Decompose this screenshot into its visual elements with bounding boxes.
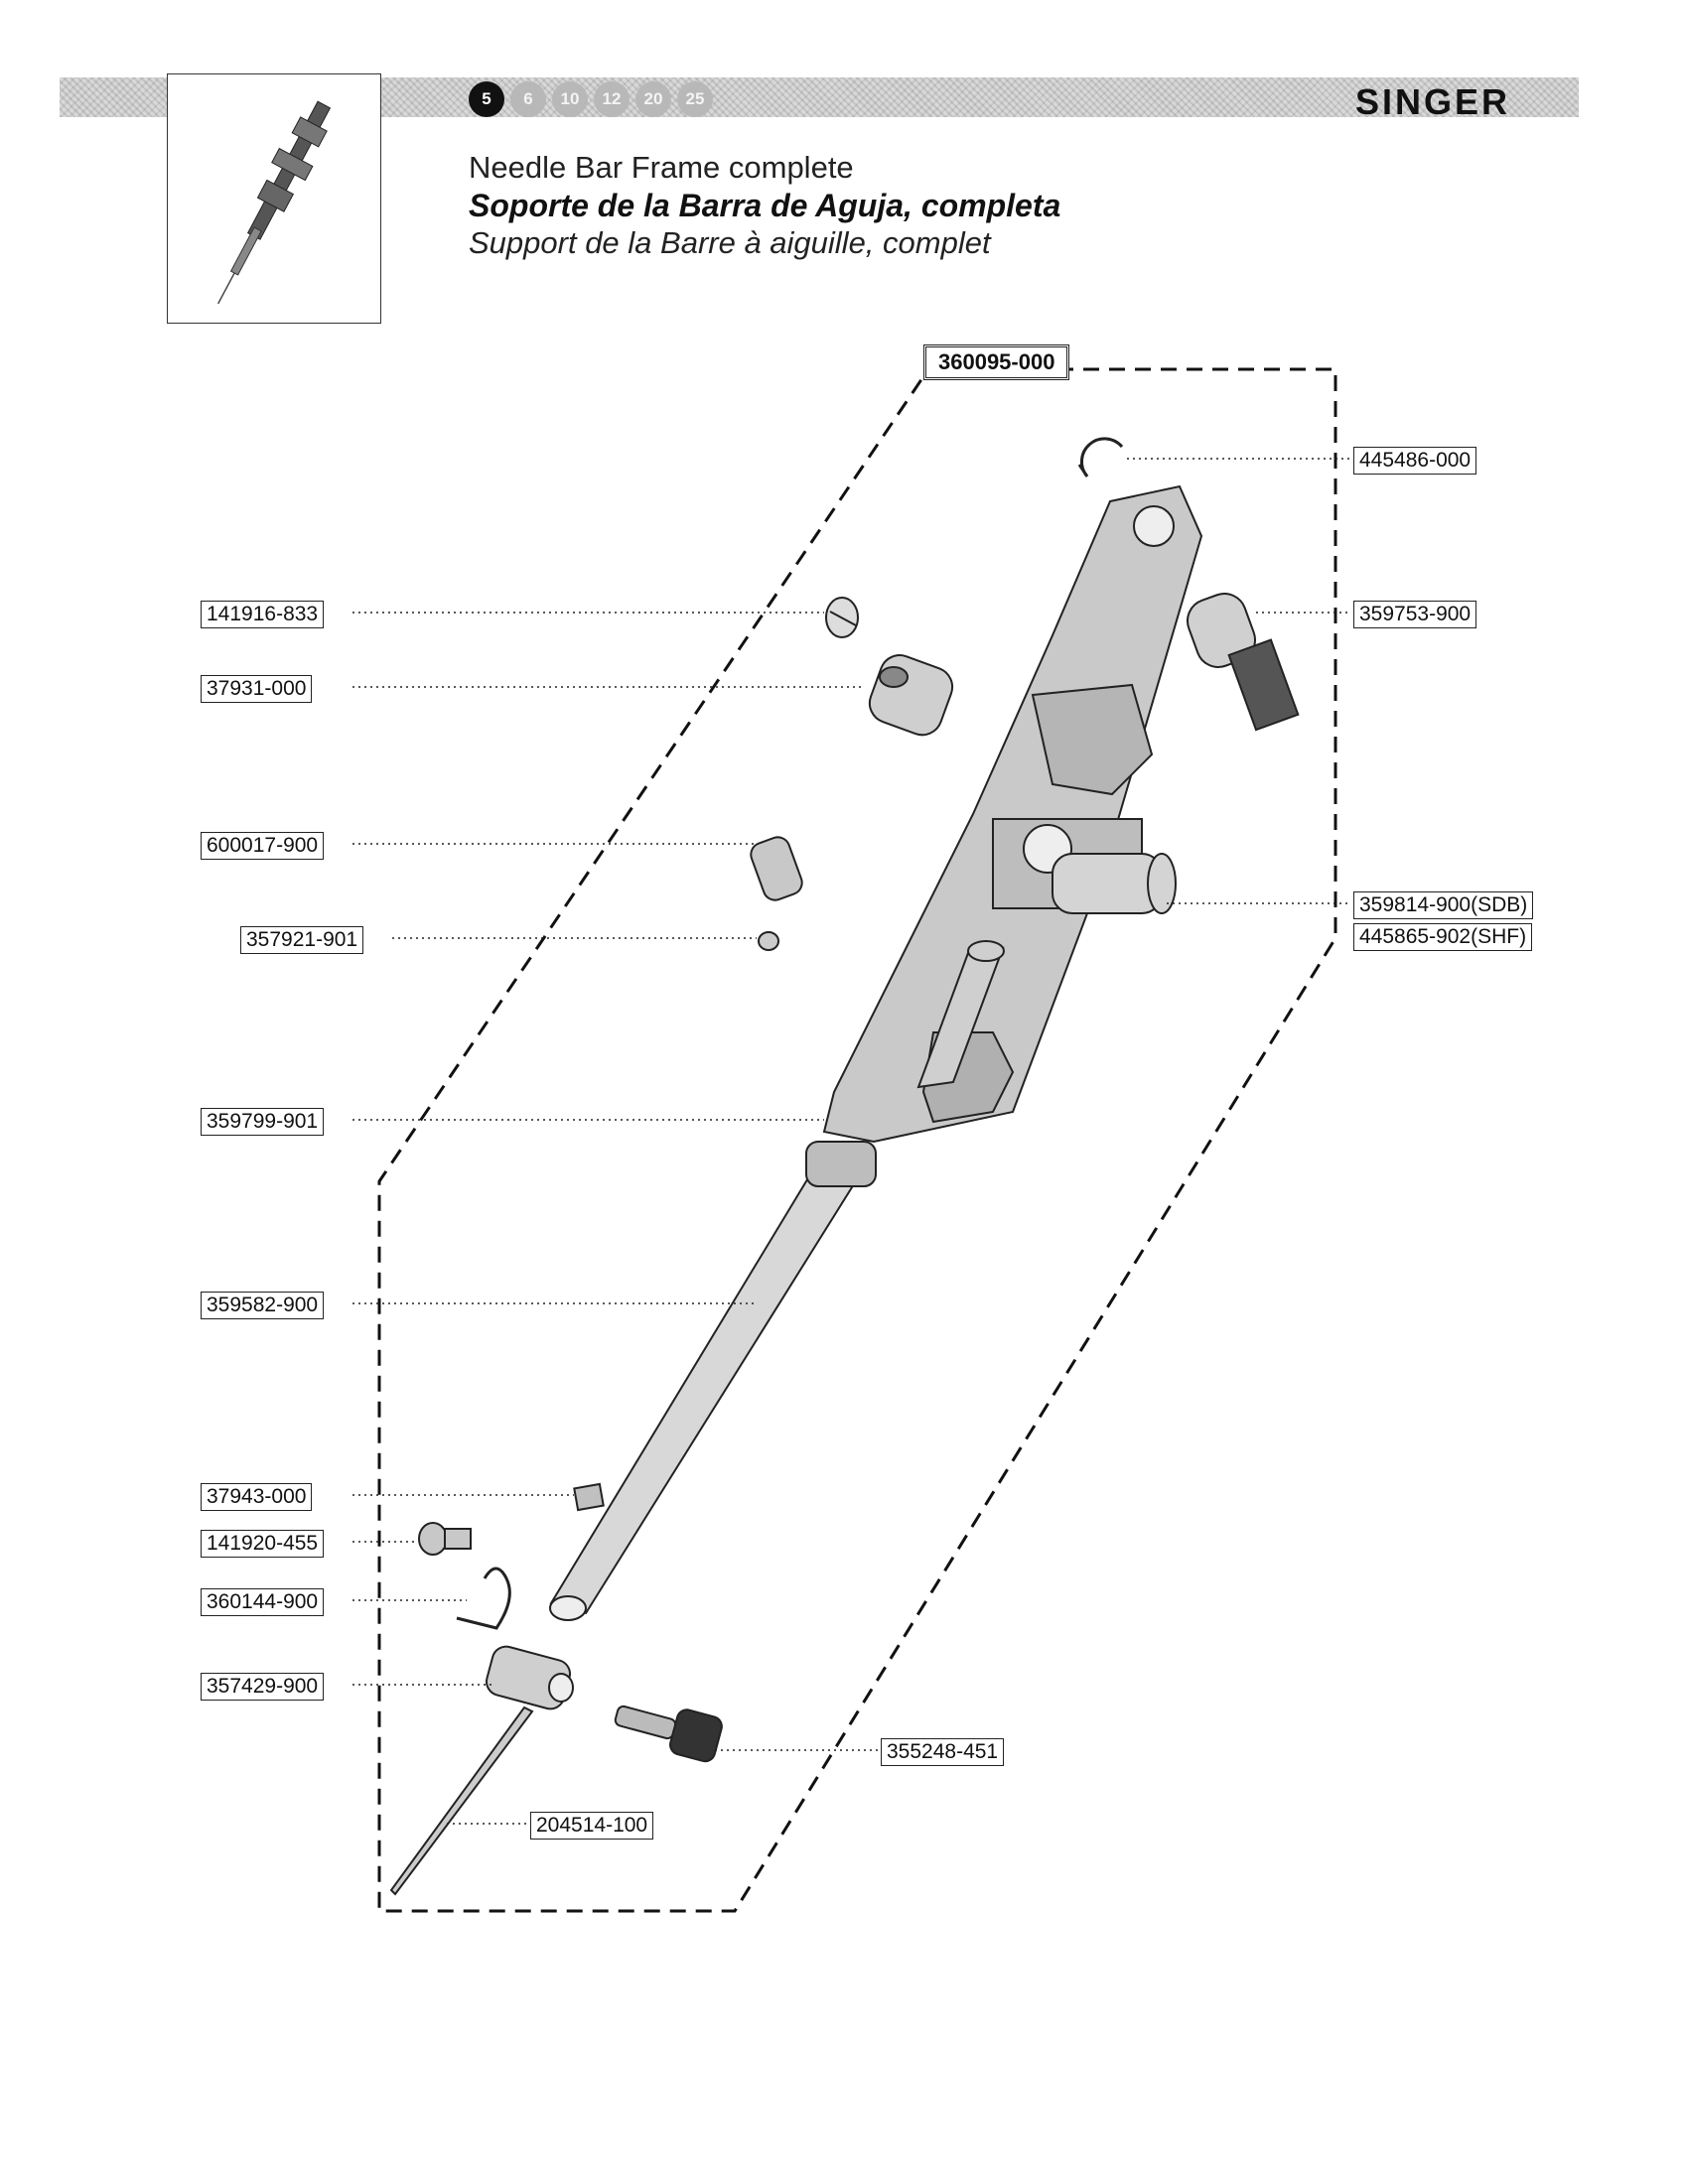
- part-label[interactable]: 357921-901: [240, 926, 364, 954]
- part-label[interactable]: 359799-901: [201, 1108, 325, 1136]
- part-label[interactable]: 445865-902(SHF): [1353, 923, 1533, 951]
- screw-141916-part: [825, 597, 859, 638]
- part-label[interactable]: 37943-000: [201, 1483, 313, 1511]
- collar-37931-part: [868, 654, 954, 737]
- needle-204514-part: [389, 1706, 534, 1896]
- part-label[interactable]: 445486-000: [1353, 447, 1477, 475]
- screw-600017-part: [750, 836, 803, 901]
- clamp-screw-355248-part: [614, 1705, 723, 1763]
- part-label[interactable]: 141916-833: [201, 601, 325, 628]
- page-25-badge[interactable]: 25: [677, 81, 713, 117]
- stud-part: [1187, 593, 1300, 732]
- brand-logo: SINGER: [1354, 81, 1510, 122]
- part-label[interactable]: 359753-900: [1353, 601, 1477, 628]
- guide-rod-part: [916, 940, 1005, 1089]
- needle-bar-frame-part: [822, 484, 1203, 1144]
- page-5-badge[interactable]: 5: [469, 81, 504, 117]
- thumbnail-needle-bar-icon: [217, 100, 332, 305]
- needle-clamp-357429-part: [486, 1645, 574, 1710]
- part-label[interactable]: 37931-000: [201, 675, 313, 703]
- part-label[interactable]: 359582-900: [201, 1292, 325, 1319]
- part-label[interactable]: 359814-900(SDB): [1353, 891, 1534, 919]
- part-label[interactable]: 204514-100: [530, 1812, 654, 1840]
- washer-37943-part: [573, 1482, 605, 1512]
- page-index: 5 6 10 12 20 25: [469, 81, 719, 117]
- assembly-thumbnail: [167, 73, 381, 324]
- assembly-part-number[interactable]: 360095-000: [923, 344, 1070, 380]
- part-label[interactable]: 360144-900: [201, 1588, 325, 1616]
- page-12-badge[interactable]: 12: [594, 81, 630, 117]
- assembly-outline: [377, 367, 1337, 1913]
- part-label[interactable]: 355248-451: [881, 1738, 1005, 1766]
- thread-guide-360144-part: [456, 1567, 511, 1630]
- retaining-ring-part: [1077, 437, 1124, 478]
- needle-bar-part: [549, 1141, 877, 1621]
- pin-357921-part: [758, 931, 779, 951]
- title-french: Support de la Barre à aiguille, complet: [469, 225, 991, 260]
- page-10-badge[interactable]: 10: [552, 81, 588, 117]
- title-english: Needle Bar Frame complete: [469, 150, 854, 185]
- page-6-badge[interactable]: 6: [510, 81, 546, 117]
- leader-lines: [352, 458, 1350, 1825]
- page-20-badge[interactable]: 20: [635, 81, 671, 117]
- part-label[interactable]: 357429-900: [201, 1673, 325, 1701]
- title-spanish: Soporte de la Barra de Aguja, completa: [469, 188, 1061, 223]
- title-block: Needle Bar Frame complete Soporte de la …: [469, 149, 1060, 262]
- part-label[interactable]: 141920-455: [201, 1530, 325, 1558]
- crank-pin-part: [1052, 853, 1177, 914]
- part-label[interactable]: 600017-900: [201, 832, 325, 860]
- screw-141920-part: [418, 1522, 472, 1556]
